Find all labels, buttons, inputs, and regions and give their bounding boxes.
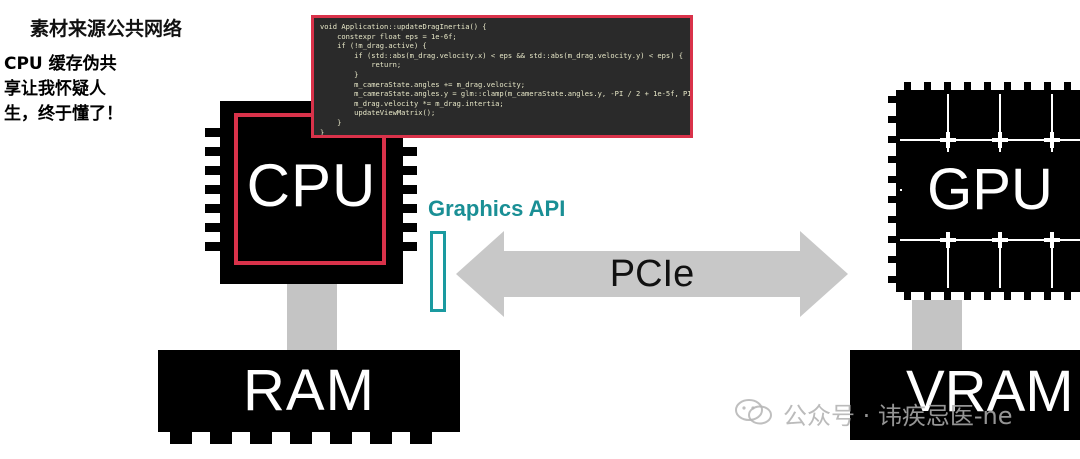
code-line: void Application::updateDragInertia() {	[320, 22, 487, 31]
vram-module	[850, 350, 1080, 440]
cpu-label: CPU	[246, 152, 377, 219]
vram-label: VRAM	[906, 359, 1074, 424]
code-line: m_drag.velocity *= m_drag.intertia;	[320, 98, 504, 108]
code-line: }	[320, 117, 342, 127]
code-line: }	[320, 127, 325, 137]
pcie-label: PCIe	[609, 253, 695, 295]
code-line: updateViewMatrix();	[320, 108, 436, 118]
ram-feet	[170, 430, 432, 444]
code-line: m_cameraState.angles += m_drag.velocity;	[320, 79, 525, 89]
wechat-icon	[735, 399, 772, 425]
article-caption: CPU 缓存伪共享让我怀疑人生，终于懂了！	[4, 54, 123, 124]
code-line: }	[320, 69, 359, 79]
gpu-label: GPU	[927, 157, 1053, 222]
graphics-api-bar	[430, 231, 446, 312]
graphics-api-label: Graphics API	[428, 196, 566, 221]
cpu-core-highlight	[234, 113, 386, 265]
code-snippet-window: void Application::updateDragInertia() { …	[311, 15, 693, 138]
source-title: 素材来源公共网络	[30, 18, 183, 40]
gpu-vram-connector	[912, 300, 962, 355]
code-line: if (!m_drag.active) {	[320, 41, 427, 51]
code-line: return;	[320, 60, 402, 70]
watermark-text: 公众号 · 讳疾忌医-ne	[783, 402, 1013, 430]
ram-module	[158, 350, 460, 432]
gpu-chip	[888, 82, 1080, 300]
ram-label: RAM	[243, 358, 375, 423]
code-line: constexpr float eps = 1e-6f;	[320, 31, 457, 41]
code-line: m_cameraState.angles.y = glm::clamp(m_ca…	[320, 89, 692, 99]
code-line: if (std::abs(m_drag.velocity.x) < eps &&…	[320, 50, 684, 60]
cpu-ram-connector	[287, 284, 337, 354]
pcie-double-arrow	[456, 231, 848, 317]
